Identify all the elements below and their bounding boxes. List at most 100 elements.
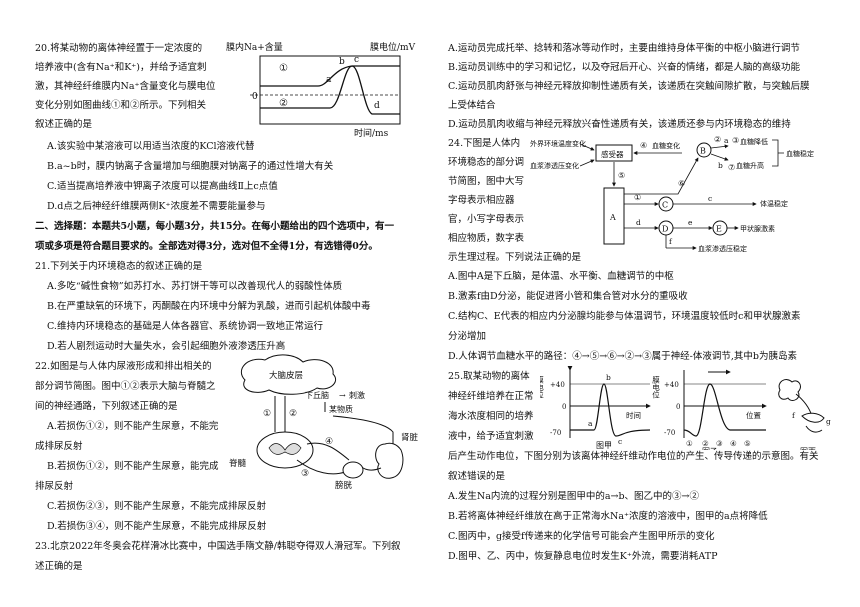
- q20-stem-1: 20.将某动物的离体神经置于一定浓度的: [35, 43, 203, 54]
- q24-c-label: c: [708, 194, 712, 203]
- q25-figure: 膜电位 +40 0 -70 a b c 时间 图甲 膜电位 +40 0 -70 …: [540, 366, 831, 450]
- q20-stem-4: 变化分别如图曲线①和②所示。下列相关: [35, 100, 207, 111]
- q24-step-4: ④: [640, 141, 647, 150]
- q25-yi-curve: [683, 383, 766, 437]
- q22-path-2-label: ②: [289, 409, 297, 419]
- q21-option-d: D.若人剧烈运动时大量失水，会引起细胞外液渗透压升高: [47, 341, 286, 352]
- q24-receptor-box: [595, 144, 633, 162]
- q24-option-a: A.图中A是下丘脑，是体温、水平衡、血糖调节的中枢: [448, 271, 674, 282]
- q20-stem-3: 激，其神经纤维膜内Na⁺含量变化与膜电位: [35, 81, 216, 92]
- q20-y-left-label: 膜内Na+含量: [226, 41, 283, 53]
- q25-stem-3: 海水浓度相同的培养: [448, 411, 534, 422]
- q25-bing-f: f: [792, 411, 796, 420]
- q24-arrow-B-up: [710, 153, 729, 161]
- q22-kidney-label: 肾脏: [401, 432, 419, 443]
- q24-box-A: [603, 187, 625, 245]
- q24-node-B: [696, 142, 712, 158]
- q23-option-d: D.运动员肌肉收缩与神经元释放兴奋性递质有关，该递质还参与内环境稳态的维持: [448, 119, 791, 130]
- q22-substance-label: 某物质: [329, 404, 353, 414]
- q25-jia-a: a: [588, 419, 593, 428]
- q20-curve-2: [260, 65, 400, 115]
- q24-step-2: ②: [714, 135, 721, 144]
- q22-option-b-1: B.若损伤①②，则不能产生尿意，能完成: [47, 461, 219, 472]
- q23-option-c-2: 上受体结合: [448, 100, 496, 111]
- q25-graph-jia: 膜电位 +40 0 -70 a b c 时间 图甲: [540, 366, 651, 450]
- q25-jia-c: c: [618, 437, 622, 446]
- q24-stem-3: 节简图，图中大写: [448, 176, 525, 187]
- q25-jia-b: b: [606, 373, 611, 382]
- q24-glucose-down-label: 血糖降低: [740, 137, 768, 146]
- q22-path-1-label: ①: [263, 409, 271, 419]
- q25-option-d: D.图甲、乙、丙中，恢复静息电位时发生K⁺外流，需要消耗ATP: [448, 551, 718, 562]
- q22-figure: 大脑皮层 下丘脑 → 刺激 某物质 ① ② 脊髓 ③ ④ 肾脏 膀胱: [229, 354, 419, 491]
- q25-yi-position: 位置: [746, 410, 761, 420]
- q24-osm-stable-label: 血浆渗透压稳定: [698, 244, 747, 253]
- q20-figure: 膜内Na+含量 膜电位/mV 0 ① ② a b c d 时间/ms: [226, 41, 416, 138]
- q24-e-label: e: [688, 218, 693, 227]
- q22-nerve-3: [296, 459, 346, 475]
- q22-stem-3: 间的神经通路，下列叙述正确的是: [35, 401, 178, 412]
- q22-option-a-2: 成排尿反射: [35, 441, 83, 452]
- q20-option-d: D.d点之后神经纤维膜两侧K⁺浓度差不需要能量参与: [47, 201, 266, 212]
- q24-option-c-1: C.结构C、E代表的相应内分泌腺均能参与体温调节，环境温度较低时c和甲状腺激素: [448, 311, 801, 322]
- q20-point-d: d: [374, 101, 380, 111]
- q25-bing-synapse: [801, 412, 825, 423]
- q20-curve-2-label: ②: [279, 98, 288, 109]
- q23-stem-2: 述正确的是: [35, 561, 83, 572]
- q20-stem-2: 培养液中(含有Na⁺和K⁺)，并给予适宜刺: [35, 62, 207, 73]
- q24-stem-2: 环境稳态的部分调: [448, 157, 525, 168]
- q22-bladder-label: 膀胱: [335, 480, 353, 491]
- q24-a-label: a: [724, 136, 729, 145]
- q25-option-a: A.发生Na内流的过程分别是图甲中的a→b、图乙中的③→②: [448, 491, 700, 502]
- q24-glucose-up-label: 血糖升高: [736, 161, 764, 170]
- q25-stem-5: 后产生动作电位，下图分别为该离体神经纤维动作电位的产生、传导传递的示意图。有关: [448, 451, 819, 462]
- q22-stem-1: 22.如图是与人体内尿液形成和排出相关的: [35, 361, 212, 372]
- q22-option-d: D.若损伤③④，则不能产生尿意，不能完成排尿反射: [47, 521, 267, 532]
- q23-option-b: B.运动员训练中的学习和记忆，以及夺冠后开心、兴奋的情绪，都是人脑的高级功能: [448, 62, 801, 73]
- q22-path-4-label: ④: [325, 437, 333, 447]
- q20-option-b: B.a~b时，膜内钠离子含量增加与细胞膜对钠离子的通过性增大有关: [47, 161, 334, 172]
- q25-yi-p40: +40: [664, 381, 679, 389]
- q22-option-a-1: A.若损伤①②，则不能产生尿意，不能完: [47, 421, 219, 432]
- q25-yi-c1: ①: [686, 439, 693, 448]
- q24-step-1: ①: [634, 193, 641, 202]
- q24-stem-1: 24.下图是人体内: [448, 138, 521, 149]
- q24-step-5: ⑤: [618, 171, 625, 180]
- q24-arrow-6: [624, 157, 699, 195]
- q25-yi-m70: -70: [664, 429, 675, 437]
- q22-option-b-2: 排尿反射: [35, 481, 74, 492]
- q22-spinal-gray-matter: [268, 443, 302, 455]
- q25-bing-neuron-2: [805, 425, 823, 433]
- q24-d-label: d: [636, 218, 641, 227]
- q21-option-a: A.多吃“碱性食物”如苏打水、苏打饼干等可以改善现代人的弱酸性体质: [47, 281, 343, 292]
- q22-cortex-label: 大脑皮层: [269, 370, 303, 381]
- q24-C-label: C: [662, 201, 668, 210]
- q24-figure: 外界环境温度变化 血浆渗透压变化 感受器 ④ 血糖变化 ⑤ A ⑥ B ② a …: [530, 135, 814, 253]
- q24-arrow-B-down: [710, 144, 729, 149]
- q24-arrow-osm: [579, 159, 595, 167]
- q22-arrow-glyph: →: [339, 391, 346, 400]
- q20-plot-frame: [259, 55, 401, 125]
- q25-jia-caption: 图甲: [596, 441, 612, 450]
- q25-yi-c3: ③: [716, 439, 723, 448]
- q24-option-b: B.激素f由D分泌，能促进肾小管和集合管对水分的重吸收: [448, 291, 688, 302]
- q21-option-b: B.在严重缺氧的环境下，丙酮酸在内环境中分解为乳酸，进而引起机体酸中毒: [47, 301, 371, 312]
- q22-bladder-shape: [342, 461, 364, 479]
- q23-option-c-1: C.运动员肌肉舒张与神经元释放抑制性递质有关，该递质在突触间隙扩散，与突触后膜: [448, 81, 810, 92]
- q24-step-6: ⑥: [678, 179, 685, 188]
- q24-env-temp-label: 外界环境温度变化: [530, 139, 586, 148]
- q20-stem-5: 叙述正确的是: [35, 119, 93, 130]
- q20-y-right-label: 膜电位/mV: [370, 41, 416, 53]
- q24-f-label: f: [669, 237, 673, 246]
- q24-glucose-change-label: 血糖变化: [652, 141, 680, 150]
- q25-jia-m70: -70: [550, 429, 561, 437]
- q22-cortex-shape: [240, 354, 337, 395]
- section2-heading-1: 二、选择题：本题共5小题，每小题3分，共15分。在每小题给出的四个选项中，有一: [35, 221, 394, 232]
- q25-jia-curve: [570, 383, 651, 437]
- q24-glucose-stable-label: 血糖稳定: [786, 149, 814, 158]
- q23-stem-1: 23.北京2022年冬奥会花样滑冰比赛中，中国选手隋文静/韩聪夺得双人滑冠军。下…: [35, 541, 401, 552]
- q24-thyroid-label: 甲状腺激素: [740, 224, 775, 233]
- q25-jia-zero: 0: [562, 403, 566, 411]
- q21-stem: 21.下列关于内环境稳态的叙述正确的是: [35, 261, 203, 272]
- q25-yi-zero: 0: [676, 403, 680, 411]
